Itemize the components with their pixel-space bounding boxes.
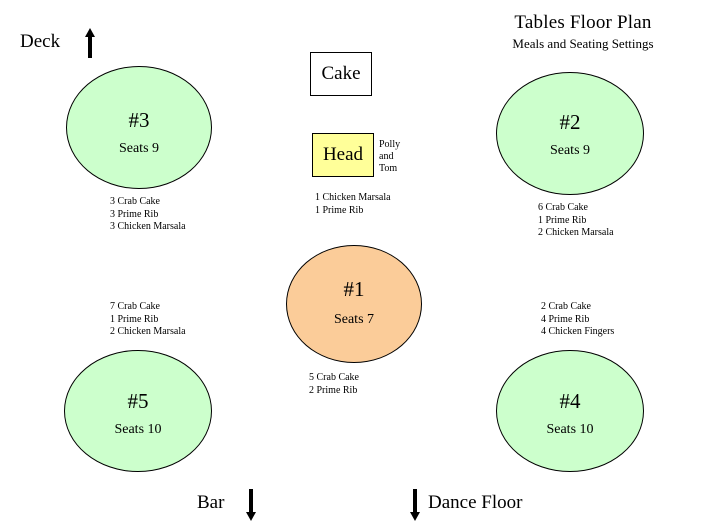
- meal-list-table-4: 2 Crab Cake 4 Prime Rib 4 Chicken Finger…: [541, 301, 614, 339]
- zone-label-dance-floor: Dance Floor: [428, 492, 523, 513]
- cake-table[interactable]: Cake: [310, 52, 372, 96]
- table-2-number: #2: [559, 110, 581, 134]
- meal-item: 1 Prime Rib: [538, 214, 587, 226]
- zone-label-deck: Deck: [20, 31, 61, 52]
- table-3-seats: Seats 9: [118, 141, 160, 156]
- meal-item: 1 Prime Rib: [110, 313, 159, 325]
- down-arrow-icon: [408, 489, 422, 521]
- table-5[interactable]: #5 Seats 10: [64, 350, 212, 472]
- table-2[interactable]: #2 Seats 9: [496, 72, 644, 195]
- table-1-seats: Seats 7: [333, 312, 375, 327]
- meal-item: 2 Crab Cake: [541, 301, 591, 312]
- meal-item: 3 Prime Rib: [110, 208, 159, 220]
- guest-conjunction: and: [379, 151, 394, 162]
- meal-item: 6 Crab Cake: [538, 202, 588, 213]
- meal-item: 4 Chicken Fingers: [541, 326, 615, 337]
- meal-item: 1 Prime Rib: [315, 204, 364, 216]
- down-arrow-icon: [244, 489, 258, 521]
- table-3[interactable]: #3 Seats 9: [66, 66, 212, 189]
- meal-item: 3 Crab Cake: [110, 196, 160, 207]
- guest-name: Polly: [379, 139, 401, 150]
- meal-item: 7 Crab Cake: [110, 301, 160, 312]
- head-table-label: Head: [322, 144, 364, 165]
- head-table[interactable]: Head: [312, 133, 374, 177]
- table-4-number: #4: [559, 389, 581, 413]
- meal-list-table-5: 7 Crab Cake 1 Prime Rib 2 Chicken Marsal…: [110, 301, 186, 339]
- meal-item: 5 Crab Cake: [309, 372, 359, 383]
- table-5-number: #5: [127, 389, 149, 413]
- cake-table-label: Cake: [321, 63, 361, 84]
- table-3-number: #3: [128, 108, 150, 132]
- table-4[interactable]: #4 Seats 10: [496, 350, 644, 472]
- meal-list-table-1: 5 Crab Cake 2 Prime Rib: [309, 372, 359, 397]
- meal-item: 3 Chicken Marsala: [110, 221, 186, 232]
- table-4-seats: Seats 10: [546, 422, 594, 437]
- head-table-guests: Polly and Tom: [379, 139, 400, 175]
- table-1[interactable]: #1 Seats 7: [286, 245, 422, 363]
- meal-list-table-3: 3 Crab Cake 3 Prime Rib 3 Chicken Marsal…: [110, 196, 186, 234]
- table-1-number: #1: [343, 277, 365, 301]
- meal-list-table-2: 6 Crab Cake 1 Prime Rib 2 Chicken Marsal…: [538, 202, 614, 240]
- table-5-seats: Seats 10: [114, 422, 162, 437]
- meal-item: 4 Prime Rib: [541, 313, 590, 325]
- meal-item: 1 Chicken Marsala: [315, 192, 391, 203]
- guest-name: Tom: [379, 163, 398, 174]
- up-arrow-icon: [83, 28, 97, 58]
- meal-list-head-table: 1 Chicken Marsala 1 Prime Rib: [315, 192, 391, 217]
- zone-label-bar: Bar: [197, 492, 225, 513]
- meal-item: 2 Prime Rib: [309, 384, 358, 396]
- page-title: Tables Floor Plan: [514, 12, 652, 33]
- meal-item: 2 Chicken Marsala: [110, 326, 186, 337]
- page-subtitle: Meals and Seating Settings: [512, 36, 654, 51]
- meal-item: 2 Chicken Marsala: [538, 227, 614, 238]
- table-2-seats: Seats 9: [549, 143, 591, 158]
